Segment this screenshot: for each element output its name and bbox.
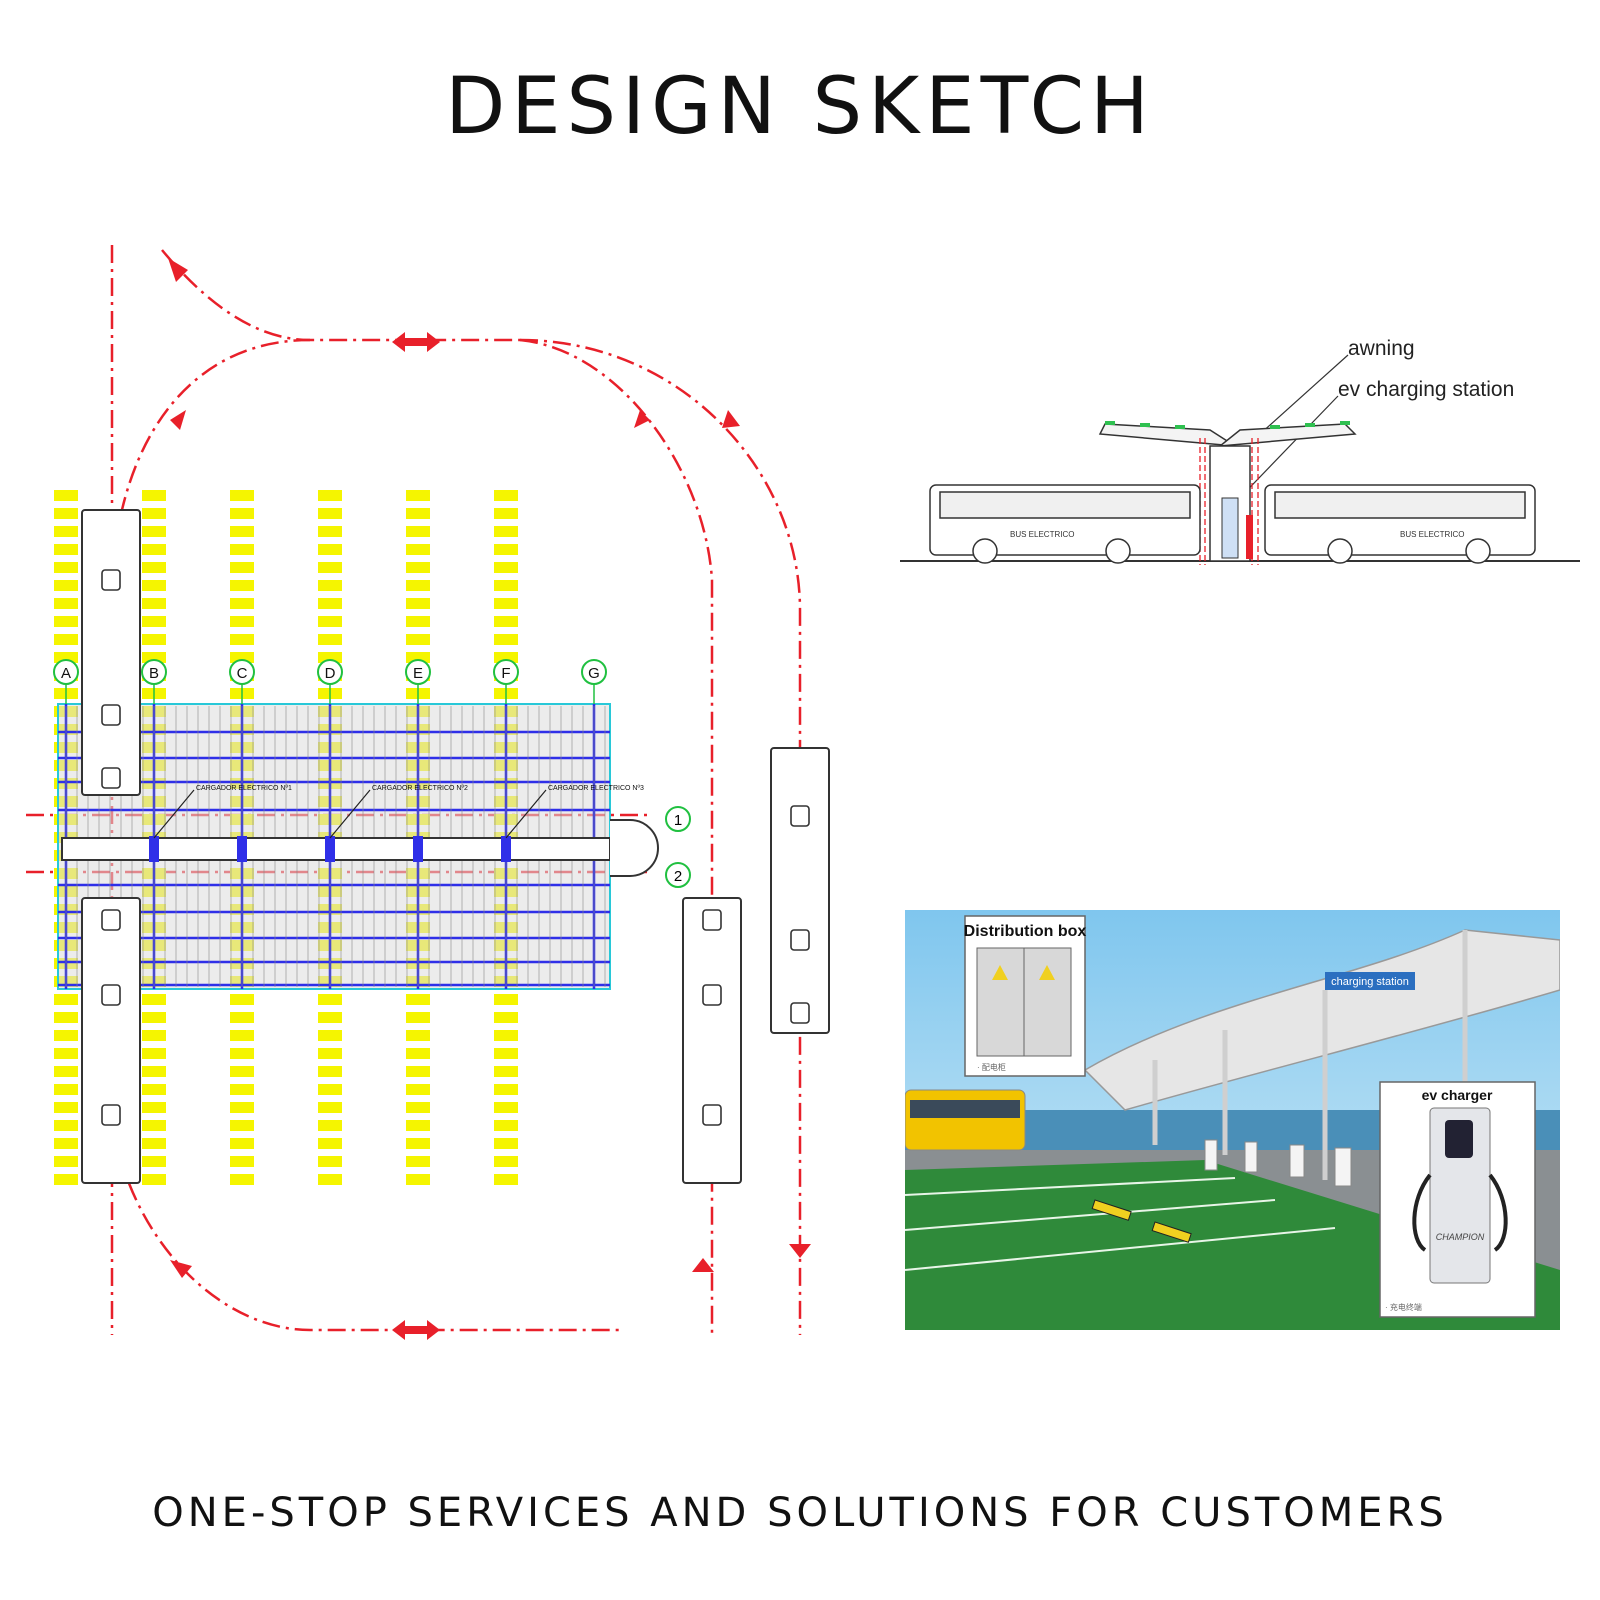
grid-column-label: B xyxy=(149,665,159,682)
charger-leader-line xyxy=(153,789,195,839)
charging-rail xyxy=(61,819,659,877)
bus-label-left: BUS ELECTRICO xyxy=(1010,530,1074,539)
charger-units: CARGADOR ELECTRICO Nº1 CARGADOR ELECTRICO… xyxy=(149,785,644,862)
bus-outlines xyxy=(81,509,830,1184)
bus-label-right: BUS ELECTRICO xyxy=(1400,530,1464,539)
charger-label: CARGADOR ELECTRICO Nº3 xyxy=(548,785,644,792)
bus-elevation-right xyxy=(1264,484,1536,564)
bus-roof-hatches xyxy=(101,569,810,1126)
station-rendering: Distribution box · 配电柜 charging station … xyxy=(905,910,1560,1330)
grid-row-label: 1 xyxy=(674,812,682,829)
charger-label: CARGADOR ELECTRICO Nº1 xyxy=(196,785,292,792)
ev-charger-caption: · 充电终端 xyxy=(1385,1302,1422,1312)
grid-column-label: E xyxy=(413,665,423,682)
charger-brand: CHAMPION xyxy=(1436,1232,1485,1242)
grid-row-markers: 1 2 xyxy=(665,806,691,888)
grid-column-label: F xyxy=(501,665,510,682)
charger-leader-line xyxy=(329,789,371,839)
route-arrows xyxy=(168,258,811,1340)
grid-column-label: A xyxy=(61,665,71,682)
charger-unit xyxy=(325,836,335,862)
grid-column-label: G xyxy=(588,665,600,682)
callout-ev-charging-station: ev charging station xyxy=(1338,378,1514,401)
charging-station-sign: charging station xyxy=(1331,976,1409,988)
grid-row-label: 2 xyxy=(674,868,682,885)
grid-column-label: D xyxy=(325,665,336,682)
elevation-drawing: awning ev charging station BUS ELECTRICO… xyxy=(900,337,1580,565)
page-footer-tagline: ONE-STOP SERVICES AND SOLUTIONS FOR CUST… xyxy=(152,1490,1448,1536)
distribution-box-caption: · 配电柜 xyxy=(977,1062,1006,1072)
site-plan-drawing: CARGADOR ELECTRICO Nº1 CARGADOR ELECTRICO… xyxy=(26,245,830,1340)
charger-leader-line xyxy=(505,789,547,839)
distribution-box-label: Distribution box xyxy=(964,923,1087,940)
charger-label: CARGADOR ELECTRICO Nº2 xyxy=(372,785,468,792)
charger-unit xyxy=(149,836,159,862)
grid-column-markers: A B C D E F G xyxy=(53,659,607,704)
charger-unit xyxy=(501,836,511,862)
grid-column-label: C xyxy=(237,665,248,682)
ev-charger-label: ev charger xyxy=(1422,1087,1493,1103)
page-title: DESIGN SKETCH xyxy=(445,62,1155,152)
charger-unit xyxy=(413,836,423,862)
callout-awning: awning xyxy=(1348,337,1415,360)
charger-unit xyxy=(237,836,247,862)
bus-elevation-left xyxy=(929,484,1201,564)
